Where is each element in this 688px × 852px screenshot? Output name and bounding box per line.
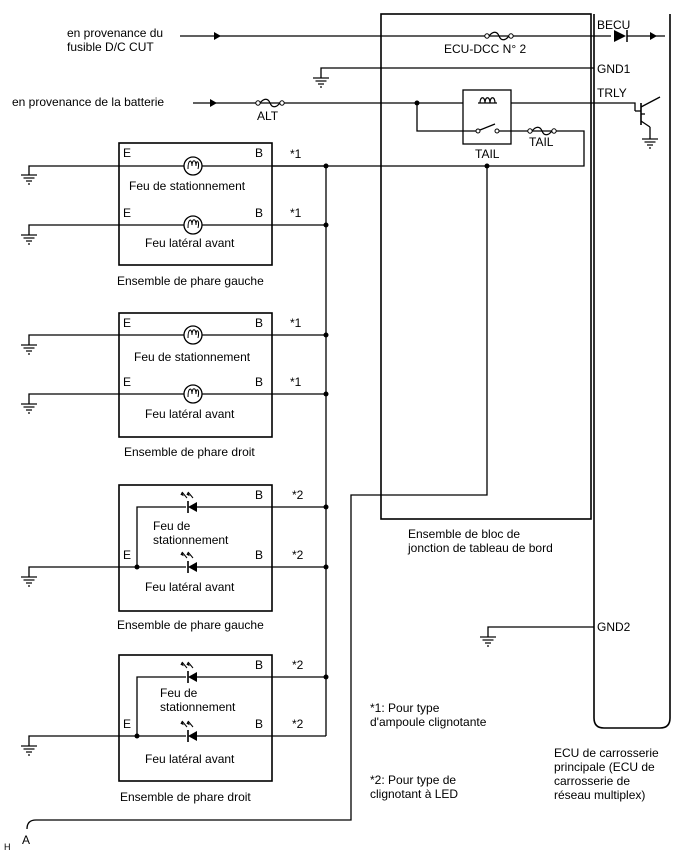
parking-lamp-label: Feu de stationnement xyxy=(134,350,251,364)
fuse-source-label-2: fusible D/C CUT xyxy=(67,40,154,54)
diode-icon xyxy=(614,30,626,42)
tail-relay xyxy=(462,89,512,145)
pin-b: B xyxy=(255,548,263,562)
gnd2-terminal: GND2 xyxy=(597,620,631,634)
tail-relay-label: TAIL xyxy=(475,147,500,161)
junction-block-label-1: Ensemble de bloc de xyxy=(408,527,520,541)
ground-icon xyxy=(20,403,38,414)
mark-1: *1 xyxy=(290,316,302,330)
ground-icon xyxy=(20,174,38,185)
pin-e: E xyxy=(123,717,131,731)
fuse-source-label-1: en provenance du xyxy=(67,26,163,40)
pin-b: B xyxy=(255,375,263,389)
assembly-label-right: Ensemble de phare droit xyxy=(124,445,255,459)
led-icon xyxy=(179,491,198,514)
tail-fuse-label: TAIL xyxy=(529,135,554,149)
pin-b: B xyxy=(255,146,263,160)
ground-icon xyxy=(20,576,38,587)
pin-b: B xyxy=(255,206,263,220)
mark-2: *2 xyxy=(292,488,304,502)
pin-e: E xyxy=(123,316,131,330)
side-lamp-label: Feu latéral avant xyxy=(145,407,235,421)
bulb-icon xyxy=(183,215,203,235)
connector-icon xyxy=(26,819,37,830)
trly-terminal: TRLY xyxy=(597,86,627,100)
mark-1: *1 xyxy=(290,375,302,389)
assembly-label-right: Ensemble de phare droit xyxy=(120,790,251,804)
relay-coil-icon xyxy=(479,97,496,104)
mark-2: *2 xyxy=(292,658,304,672)
side-lamp-label: Feu latéral avant xyxy=(145,752,235,766)
ground-icon xyxy=(20,745,38,756)
ecu-label-3: carrosserie de xyxy=(554,774,630,788)
connector-label: A xyxy=(22,833,30,847)
ground-icon xyxy=(641,138,659,149)
note-1-line-2: d'ampoule clignotante xyxy=(370,715,487,729)
pin-b: B xyxy=(255,488,263,502)
ecu-label-4: réseau multiplex) xyxy=(554,788,645,802)
fuse-icon xyxy=(527,126,557,136)
led-icon xyxy=(179,551,198,574)
bulb-icon xyxy=(183,156,203,176)
gnd1-wire xyxy=(320,67,594,78)
ecu-label-2: principale (ECU de xyxy=(554,760,655,774)
mark-1: *1 xyxy=(290,147,302,161)
ecu-label-1: ECU de carrosserie xyxy=(554,746,659,760)
pin-e: E xyxy=(123,146,131,160)
ground-icon xyxy=(20,344,38,355)
ground-icon xyxy=(20,234,38,245)
note-2-line-2: clignotant à LED xyxy=(370,787,458,801)
pin-b: B xyxy=(255,658,263,672)
left-assembly-1-box xyxy=(118,142,273,266)
gnd2-wire xyxy=(487,626,594,637)
fuse-icon xyxy=(255,98,285,108)
alt-fuse-label: ALT xyxy=(257,109,279,123)
arrow-icon xyxy=(210,99,217,107)
pin-b: B xyxy=(255,717,263,731)
pin-b: B xyxy=(255,316,263,330)
side-lamp-label: Feu latéral avant xyxy=(145,580,235,594)
bulb-icon xyxy=(183,384,203,404)
ecu-box xyxy=(593,14,671,729)
becu-terminal: BECU xyxy=(597,18,630,32)
assembly-label-left: Ensemble de phare gauche xyxy=(117,618,264,632)
gnd1-terminal: GND1 xyxy=(597,62,631,76)
fuse-icon xyxy=(484,31,514,41)
battery-source-label: en provenance de la batterie xyxy=(12,95,164,109)
led-icon xyxy=(179,720,198,743)
note-2-line-1: *2: Pour type de xyxy=(370,773,456,787)
led-icon xyxy=(179,661,198,684)
pin-e: E xyxy=(123,548,131,562)
side-lamp-label: Feu latéral avant xyxy=(145,236,235,250)
pin-e: E xyxy=(123,206,131,220)
parking-lamp-label-2: stationnement xyxy=(153,533,229,547)
left-assembly-2-box xyxy=(118,484,273,612)
mark-1: *1 xyxy=(290,206,302,220)
corner-mark: H xyxy=(4,842,11,852)
ground-icon xyxy=(312,77,330,88)
parking-lamp-label: Feu de stationnement xyxy=(129,179,246,193)
mark-2: *2 xyxy=(292,717,304,731)
mark-2: *2 xyxy=(292,548,304,562)
arrow-icon xyxy=(214,32,221,40)
right-assembly-1-box xyxy=(118,312,273,438)
junction-block-box xyxy=(380,13,592,520)
assembly-label-left: Ensemble de phare gauche xyxy=(117,274,264,288)
parking-lamp-label-2: stationnement xyxy=(160,700,236,714)
parking-lamp-label-1: Feu de xyxy=(160,686,198,700)
note-1-line-1: *1: Pour type xyxy=(370,701,440,715)
pin-e: E xyxy=(123,375,131,389)
bulb-icon xyxy=(183,325,203,345)
parking-lamp-label-1: Feu de xyxy=(153,519,191,533)
right-assembly-2-box xyxy=(118,654,273,782)
arrow-icon xyxy=(650,32,657,40)
junction-block-label-2: jonction de tableau de bord xyxy=(407,541,553,555)
ground-icon xyxy=(479,636,497,647)
ecu-dcc-fuse-label: ECU-DCC N° 2 xyxy=(444,42,526,56)
